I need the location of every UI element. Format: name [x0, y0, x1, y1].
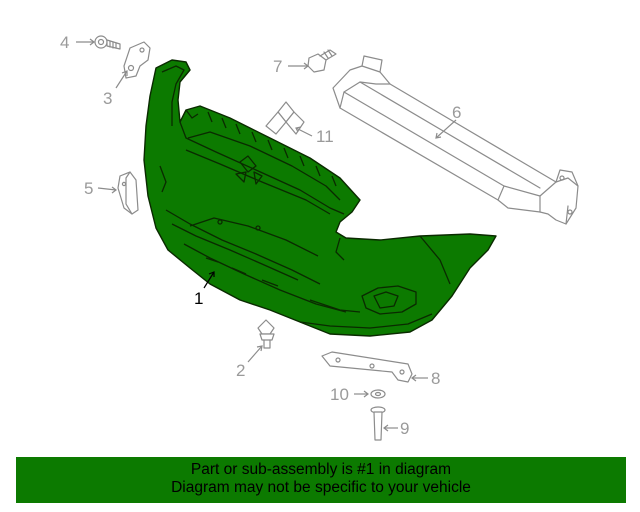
- callout-11[interactable]: 11: [316, 127, 334, 146]
- callout-6[interactable]: 6: [452, 103, 461, 122]
- clip-part-2[interactable]: [257, 319, 275, 349]
- banner-line-disclaimer: Diagram may not be specific to your vehi…: [171, 479, 471, 496]
- callout-9[interactable]: 9: [400, 419, 409, 438]
- callout-7[interactable]: 7: [273, 57, 282, 76]
- parts-diagram: 4 3 7 6 11 5 1 2 8 10 9: [60, 33, 579, 441]
- emblem-part-11[interactable]: [265, 101, 305, 135]
- callout-2[interactable]: 2: [236, 361, 245, 380]
- callout-labels: 4 3 7 6 11 5 1 2 8 10 9: [60, 33, 461, 438]
- callout-10[interactable]: 10: [330, 385, 349, 404]
- side-bracket-part-5[interactable]: [117, 171, 139, 215]
- bracket-part-3[interactable]: [123, 41, 151, 79]
- reinforcement-beam-part[interactable]: [332, 55, 579, 225]
- rivet-part-9[interactable]: [370, 406, 386, 441]
- info-banner: Part or sub-assembly is #1 in diagram Di…: [16, 457, 626, 503]
- lower-bracket-part-8[interactable]: [321, 351, 413, 383]
- bumper-cover-part-1[interactable]: [143, 59, 497, 337]
- callout-3[interactable]: 3: [103, 89, 112, 108]
- bolt-part-7[interactable]: [307, 49, 337, 73]
- leader-lines: [76, 38, 457, 432]
- banner-line-part: Part or sub-assembly is #1 in diagram: [190, 461, 452, 478]
- screw-part-4[interactable]: [94, 35, 121, 50]
- callout-5[interactable]: 5: [84, 179, 93, 198]
- callout-1[interactable]: 1: [194, 289, 203, 308]
- callout-8[interactable]: 8: [431, 369, 440, 388]
- callout-4[interactable]: 4: [60, 33, 69, 52]
- washer-part-10[interactable]: [370, 389, 386, 399]
